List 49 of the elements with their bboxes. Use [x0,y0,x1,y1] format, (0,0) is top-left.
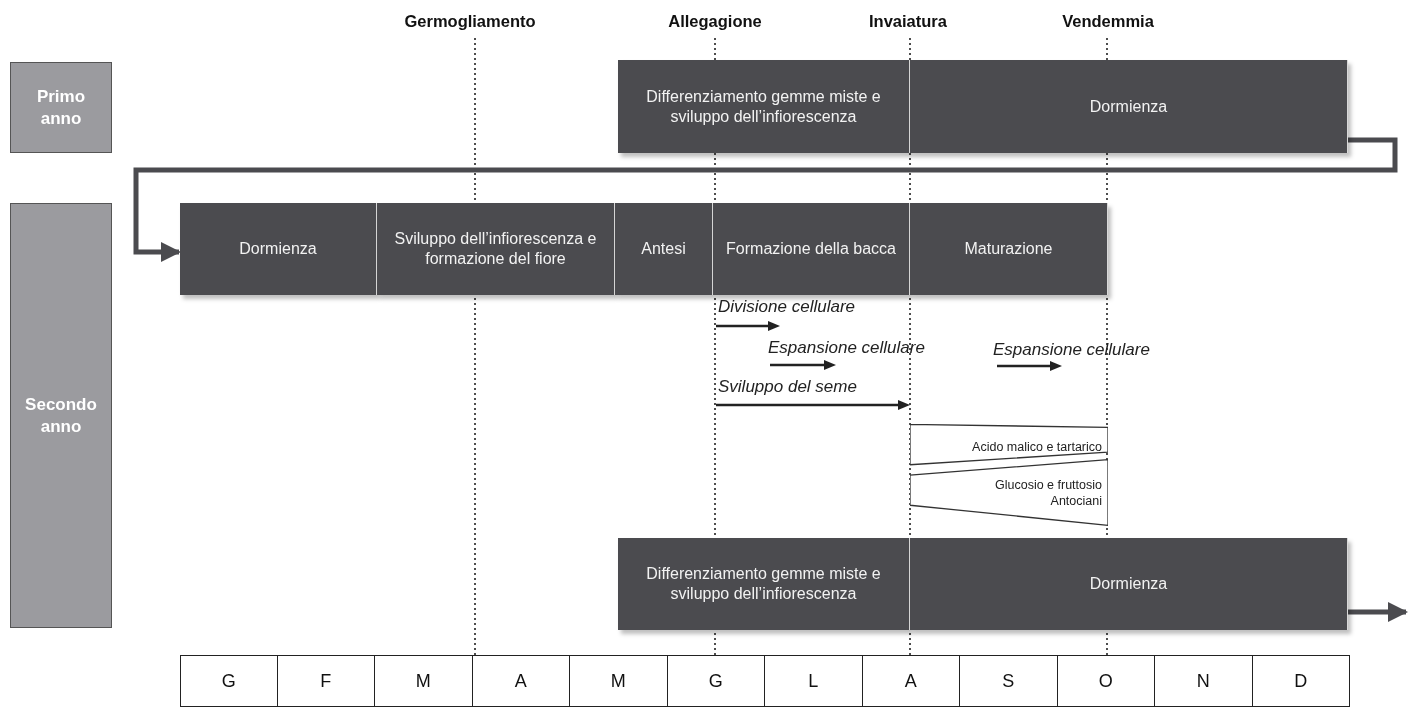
month-cell: M [569,655,668,707]
process-label: Espansione cellulare [768,338,925,358]
month-cell: G [180,655,278,707]
phase-label: Sviluppo dell’infiorescenza e formazione del fiore [393,229,598,269]
phase-box [910,538,1348,630]
phase-label: Dormienza [239,239,317,259]
phase-label: Antesi [641,239,686,259]
process-label: Sviluppo del seme [718,377,857,397]
year-label: Secondo anno [24,393,98,438]
year-box [10,203,112,628]
phase-label: Dormienza [1089,96,1168,117]
month-cell: D [1251,655,1350,707]
connector-arrow [133,137,1398,262]
phase-label: Dormienza [1089,574,1168,594]
phase-box [615,203,713,295]
month-cell: N [1154,655,1253,707]
month-cell: A [471,655,570,707]
phase-label: Differenziamento gemme miste e sviluppo dell’infiorescenza [645,86,882,127]
stage-heading: Vendemmia [1062,12,1154,31]
stage-heading: Germogliamento [404,12,536,31]
month-cell: A [861,655,960,707]
band-label: Glucosio e fruttosio [995,476,1102,493]
phase-label: Formazione della bacca [726,239,896,259]
phase-box [180,203,377,295]
month-cell: F [276,655,375,707]
phase-box [377,203,615,295]
month-cell: O [1056,655,1155,707]
year-label: Primo anno [35,85,87,130]
phase-label: Differenziamento gemme miste e sviluppo dell’infiorescenza [645,564,882,604]
trapezoid-band [910,424,1108,466]
band-label: Antociani [1050,492,1102,509]
month-cell: S [959,655,1058,707]
year-box [10,62,112,153]
band-label: Acido malico e tartarico [972,439,1102,455]
month-cell: L [764,655,863,707]
process-label: Divisione cellulare [718,297,855,317]
phase-box [713,203,910,295]
phase-label: Maturazione [964,239,1053,259]
phase-box [618,60,910,153]
stage-heading: Invaiatura [869,12,947,31]
phase-box [618,538,910,630]
trapezoid-band [910,459,1108,526]
month-cell: G [666,655,765,707]
phase-box [910,203,1108,295]
connector-arrow [1348,602,1408,622]
stage-heading: Allegagione [668,12,762,31]
month-cell: M [374,655,473,707]
phase-box [910,60,1348,153]
process-label: Espansione cellulare [993,340,1150,360]
